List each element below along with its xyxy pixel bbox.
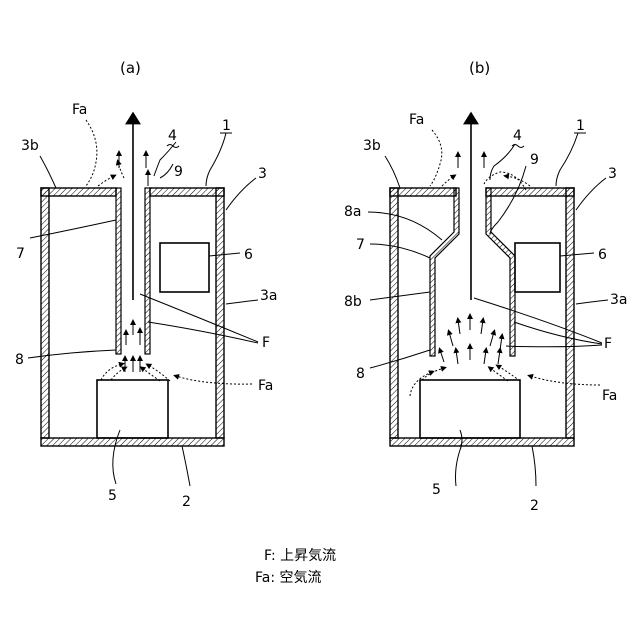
panel-a-caption: (a) — [120, 59, 141, 77]
label-5-b: 5 — [432, 482, 441, 498]
legend-fa: Fa: 空気流 — [255, 570, 322, 586]
label-1-a: 1 — [222, 118, 231, 134]
label-fa-right-a: Fa — [258, 378, 273, 394]
label-f-b: F — [604, 336, 612, 352]
label-4-a: 4 — [168, 128, 177, 144]
casing-3-b — [390, 188, 574, 438]
label-2-a: 2 — [182, 494, 191, 510]
label-3-a: 3 — [258, 166, 267, 182]
base-2-b — [390, 438, 574, 446]
label-7-b: 7 — [356, 237, 365, 253]
label-8b-b: 8b — [344, 294, 362, 310]
base-2-a — [41, 438, 224, 446]
label-3a-a: 3a — [260, 288, 278, 304]
component-5-a — [97, 380, 168, 438]
label-1-b: 1 — [576, 118, 585, 134]
component-6-b — [515, 243, 560, 292]
legend-f: F: 上昇気流 — [264, 548, 336, 564]
duct-b — [430, 188, 515, 356]
airflow-fa-a — [86, 120, 252, 384]
label-4-b: 4 — [513, 128, 522, 144]
label-6-a: 6 — [244, 247, 253, 263]
label-7-a: 7 — [16, 246, 25, 262]
label-3-b: 3 — [608, 166, 617, 182]
panel-b-caption: (b) — [469, 59, 490, 77]
label-fa-right-b: Fa — [602, 388, 617, 404]
label-8-a: 8 — [15, 352, 24, 368]
label-fa-top-a: Fa — [72, 102, 87, 118]
label-3b-b: 3b — [363, 138, 381, 154]
label-8a-b: 8a — [344, 204, 362, 220]
label-3b-a: 3b — [21, 138, 39, 154]
label-6-b: 6 — [598, 247, 607, 263]
label-8-b: 8 — [356, 366, 365, 382]
component-5-b — [420, 380, 520, 438]
label-fa-top-b: Fa — [409, 112, 424, 128]
component-6-a — [160, 243, 209, 292]
panel-b: (b) — [344, 59, 628, 514]
label-2-b: 2 — [530, 498, 539, 514]
label-9-a: 9 — [174, 164, 183, 180]
label-3a-b: 3a — [610, 292, 628, 308]
legend: F: 上昇気流 Fa: 空気流 — [255, 548, 336, 586]
label-5-a: 5 — [108, 488, 117, 504]
panel-a: (a) — [15, 59, 278, 510]
label-9-b: 9 — [530, 152, 539, 168]
label-f-a: F — [262, 335, 270, 351]
